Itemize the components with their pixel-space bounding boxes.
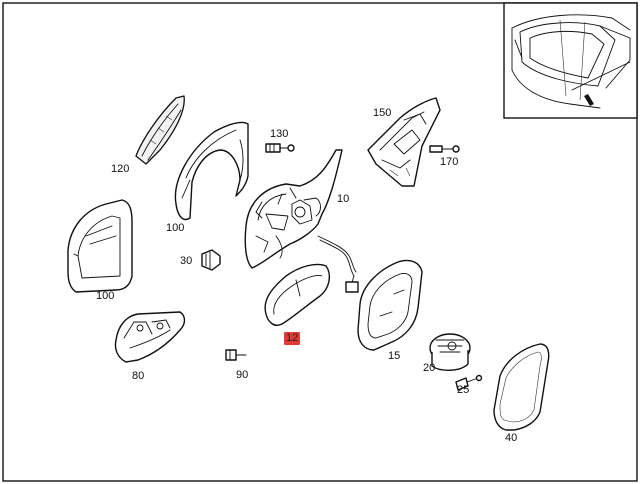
callout-90: 90	[236, 369, 249, 381]
part-120-turn-signal	[135, 95, 185, 165]
part-100-upper-cap	[174, 121, 249, 221]
part-10-housing-assembly	[244, 149, 359, 293]
part-100-lower-cap	[67, 199, 133, 293]
part-40-mirror-glass	[493, 343, 550, 431]
callout-10: 10	[337, 193, 350, 205]
part-170-bolt	[429, 145, 460, 153]
part-15-glass-carrier	[357, 259, 423, 351]
callout-130: 130	[270, 128, 289, 140]
callout-100-lower: 100	[96, 290, 115, 302]
part-130-screw	[265, 143, 295, 153]
part-80-lower-cover	[114, 311, 186, 363]
part-25-bolt	[455, 374, 483, 391]
callout-30: 30	[180, 255, 193, 267]
car-locator-inset	[503, 2, 638, 119]
callout-15: 15	[388, 350, 401, 362]
part-12-trim-cover	[264, 263, 331, 326]
callout-100-upper: 100	[166, 222, 185, 234]
part-90-screw	[225, 349, 247, 361]
callout-150: 150	[373, 107, 392, 119]
callout-25: 25	[457, 384, 470, 396]
callout-20: 20	[423, 362, 436, 374]
callout-120: 120	[111, 163, 130, 175]
callout-40: 40	[505, 432, 518, 444]
callout-80: 80	[132, 370, 145, 382]
callout-12-highlighted[interactable]: 12	[284, 332, 301, 345]
part-150-mirror-base	[367, 97, 441, 187]
callout-170: 170	[440, 156, 459, 168]
part-20-motor	[429, 333, 471, 371]
mirror-marker-icon	[584, 94, 594, 106]
part-30-bulb	[201, 249, 221, 271]
